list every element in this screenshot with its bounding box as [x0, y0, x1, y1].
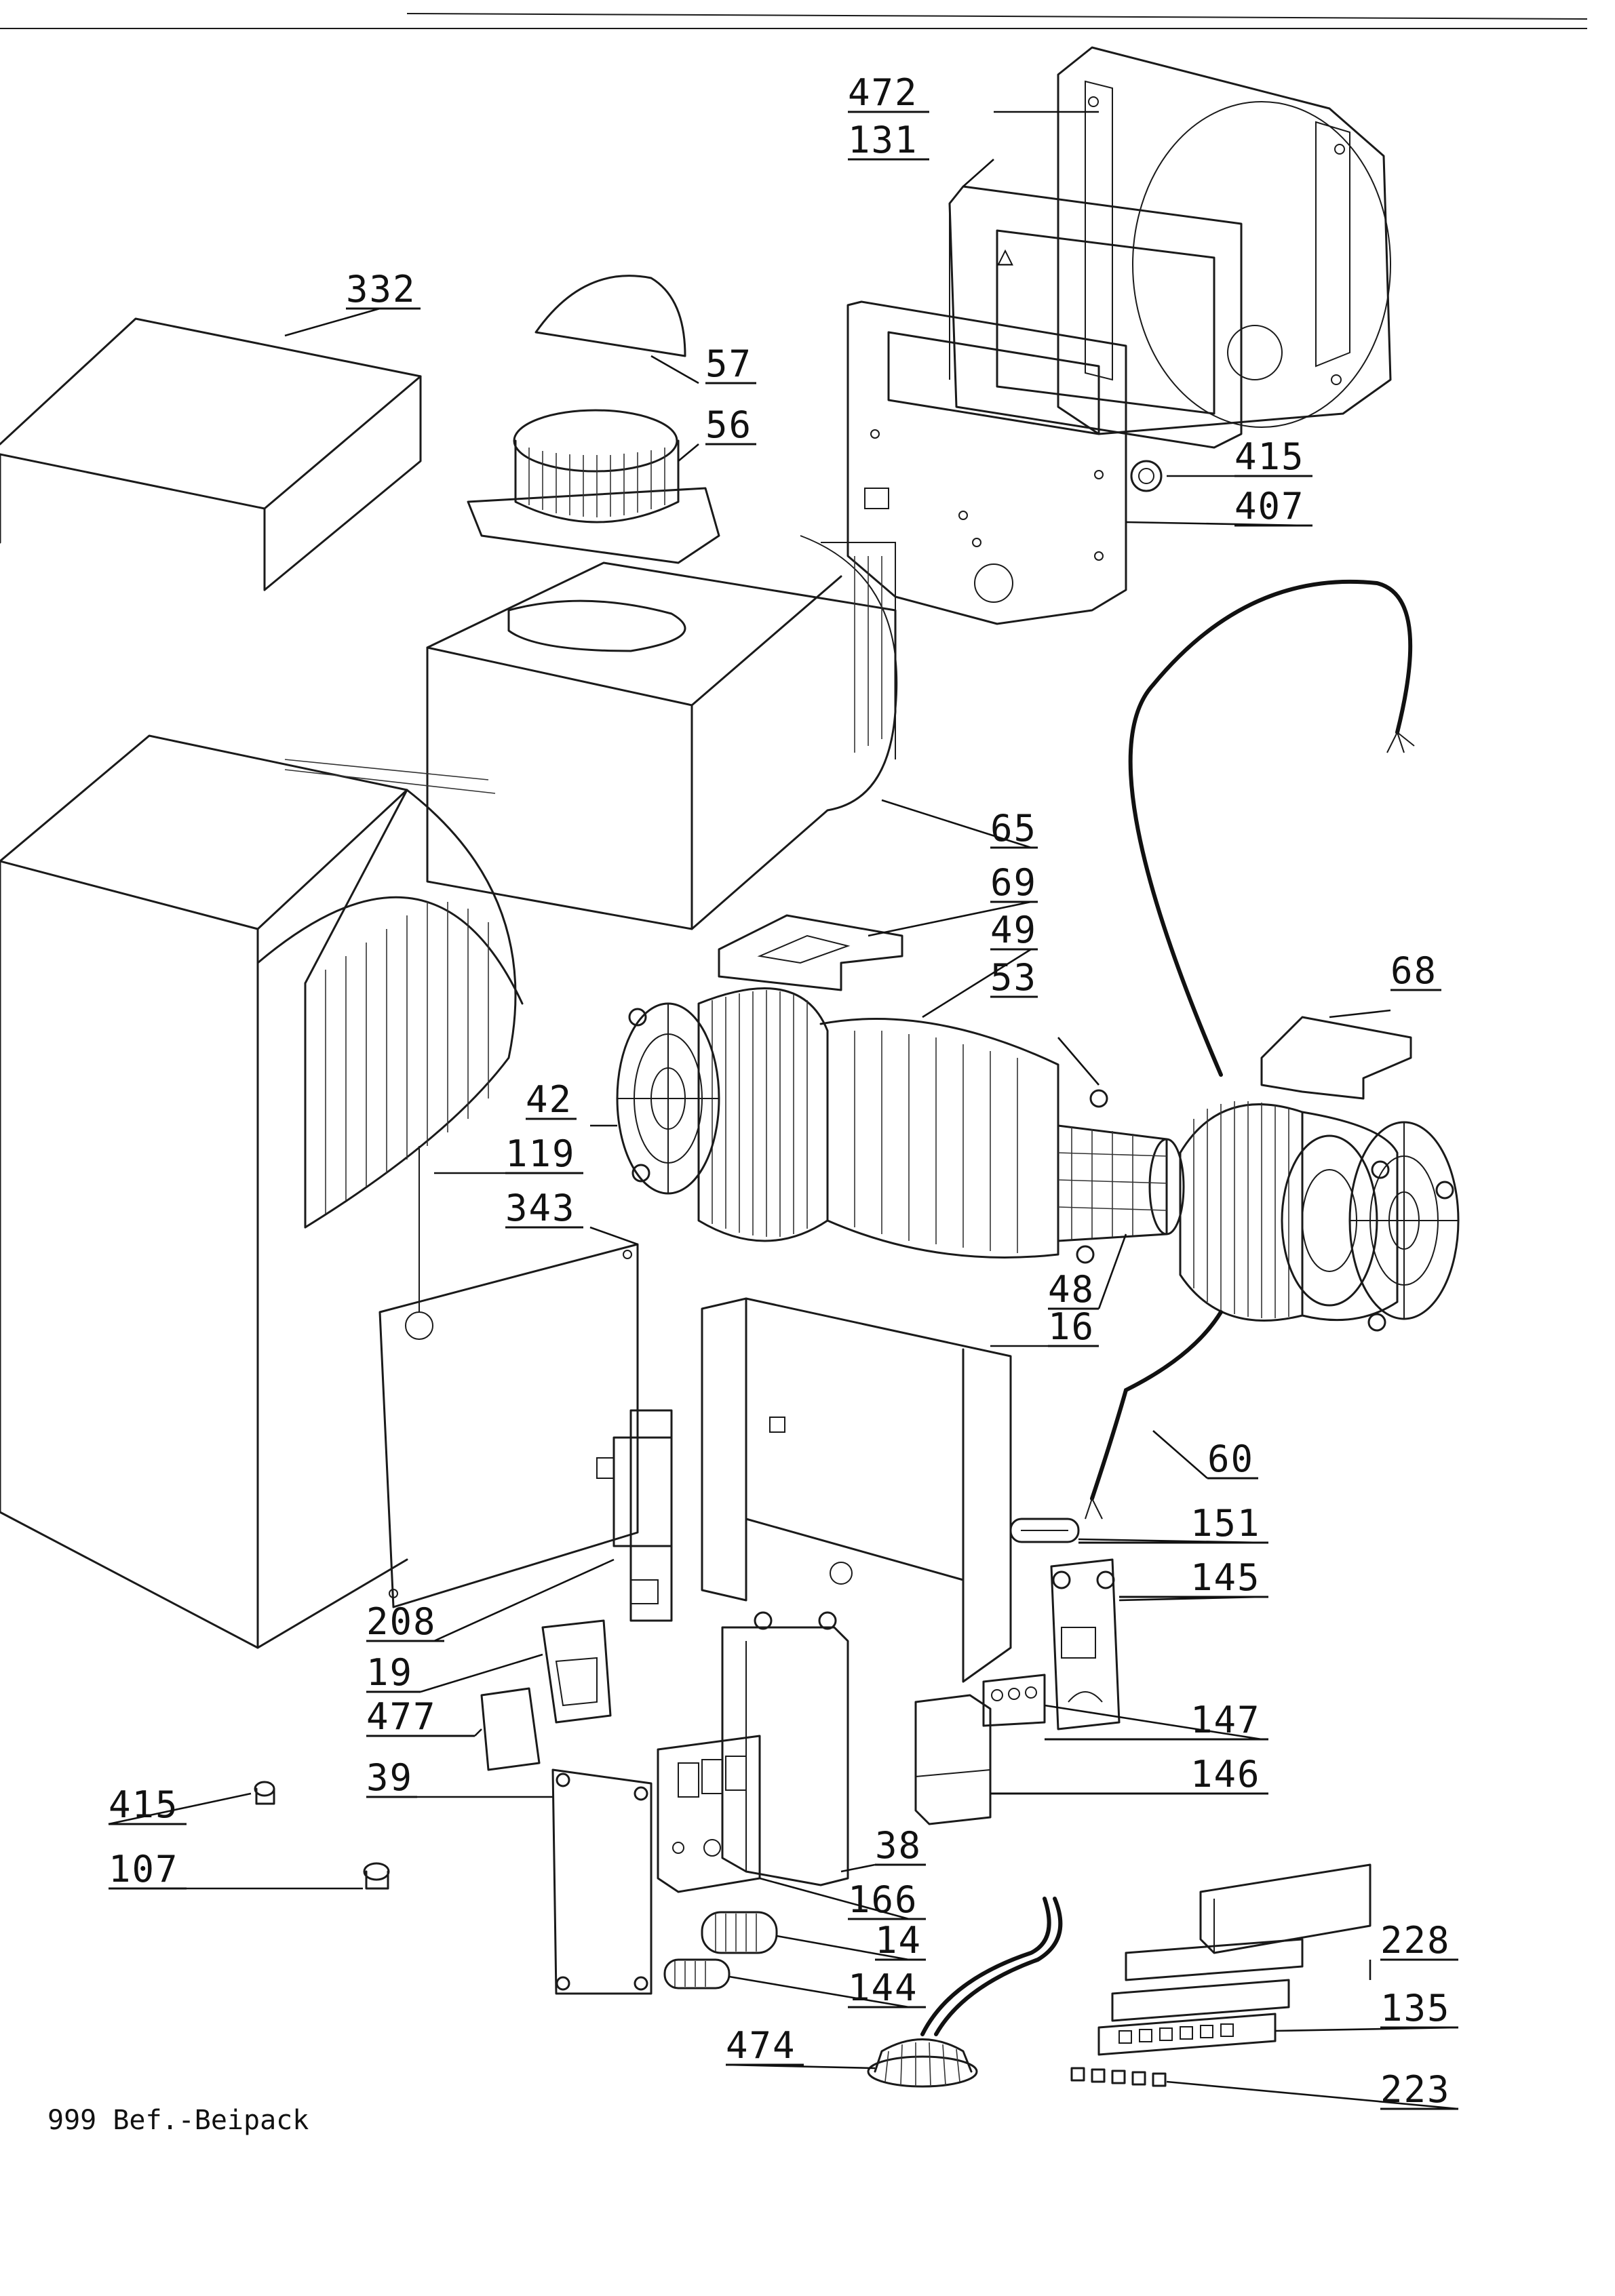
part-477-cover	[480, 1687, 541, 1771]
part-145-switch-plate	[1050, 1558, 1121, 1730]
callout-48: 48	[1048, 1268, 1095, 1311]
callout-415-top: 415	[1234, 435, 1305, 478]
callout-223: 223	[1380, 2068, 1451, 2111]
callout-14: 14	[875, 1919, 922, 1962]
callout-53: 53	[990, 956, 1037, 999]
part-69-mount-left	[718, 914, 903, 991]
part-19-bracket	[541, 1619, 612, 1724]
part-147-terminal-block	[982, 1674, 1046, 1727]
part-65-fan-housing	[426, 535, 898, 930]
callout-228: 228	[1380, 1919, 1451, 1962]
part-472-rear-plate	[1057, 46, 1392, 435]
callout-166: 166	[848, 1878, 918, 1921]
part-49-blower-left	[697, 987, 1059, 1259]
footnote: 999 Bef.-Beipack	[47, 2105, 309, 2136]
part-48-motor	[1057, 1089, 1185, 1264]
part-343-side-panel	[378, 1146, 639, 1608]
part-60-cable	[1085, 579, 1415, 1520]
callout-60: 60	[1207, 1438, 1254, 1480]
part-474-lamp	[867, 1897, 1063, 2088]
svg-text:△: △	[997, 240, 1013, 271]
callout-472: 472	[848, 71, 918, 114]
top-rule	[0, 13, 1588, 29]
callout-38: 38	[875, 1824, 922, 1867]
callout-16: 16	[1048, 1305, 1095, 1348]
part-407-back-panel	[847, 300, 1127, 625]
callout-39: 39	[366, 1756, 413, 1799]
callout-56: 56	[705, 403, 752, 446]
callout-69: 69	[990, 861, 1037, 904]
part-415-grommet-top	[1130, 460, 1163, 492]
part-131-frame: △	[948, 185, 1243, 449]
part-14-capacitor	[701, 1911, 778, 1954]
callout-131: 131	[848, 119, 918, 161]
callout-145: 145	[1190, 1556, 1261, 1599]
callout-146: 146	[1190, 1753, 1261, 1796]
part-39-board-plate	[551, 1768, 653, 1995]
part-144-capacitor	[663, 1958, 731, 1990]
callout-343: 343	[505, 1187, 576, 1229]
part-146-capacitor	[914, 1694, 992, 1825]
callout-19: 19	[366, 1651, 413, 1694]
part-332-top-cover	[0, 317, 422, 591]
callout-415-lower: 415	[109, 1783, 179, 1826]
part-166-pcb	[657, 1735, 761, 1893]
part-223-buttons	[1070, 2067, 1167, 2087]
callout-407: 407	[1234, 485, 1305, 528]
callout-49: 49	[990, 909, 1037, 951]
part-151-fuse	[1009, 1518, 1080, 1543]
part-107-grommet	[363, 1862, 390, 1890]
part-208-ballast	[596, 1409, 673, 1622]
callout-labels: 472 131 332 57 56 415 407 65 69 49 53 68…	[109, 71, 1458, 2111]
callout-68: 68	[1390, 949, 1437, 992]
part-56-ring	[467, 409, 720, 564]
part-68-blower-right	[1179, 1016, 1412, 1322]
part-16-bracket	[701, 1297, 1012, 1683]
part-415-grommet-lower	[254, 1781, 275, 1805]
callout-151: 151	[1190, 1502, 1261, 1545]
part-135-switch-panel	[1097, 1938, 1304, 2056]
part-42-grille-right	[1348, 1121, 1460, 1332]
callout-332: 332	[346, 268, 416, 311]
callout-42: 42	[526, 1078, 572, 1121]
callout-208: 208	[366, 1600, 437, 1643]
callout-477: 477	[366, 1695, 437, 1738]
part-42-grille-left	[616, 1002, 720, 1195]
part-38-module	[721, 1611, 849, 1886]
callout-57: 57	[705, 342, 752, 385]
callout-147: 147	[1190, 1699, 1261, 1741]
callout-107: 107	[109, 1848, 179, 1891]
callout-144: 144	[848, 1966, 918, 2009]
callout-135: 135	[1380, 1987, 1451, 2030]
leader-lines	[108, 111, 1459, 2110]
part-57-dome	[534, 275, 686, 357]
callout-119: 119	[505, 1132, 576, 1175]
callout-474: 474	[726, 2024, 796, 2067]
callout-65: 65	[990, 807, 1037, 850]
hood-body	[0, 734, 524, 1649]
